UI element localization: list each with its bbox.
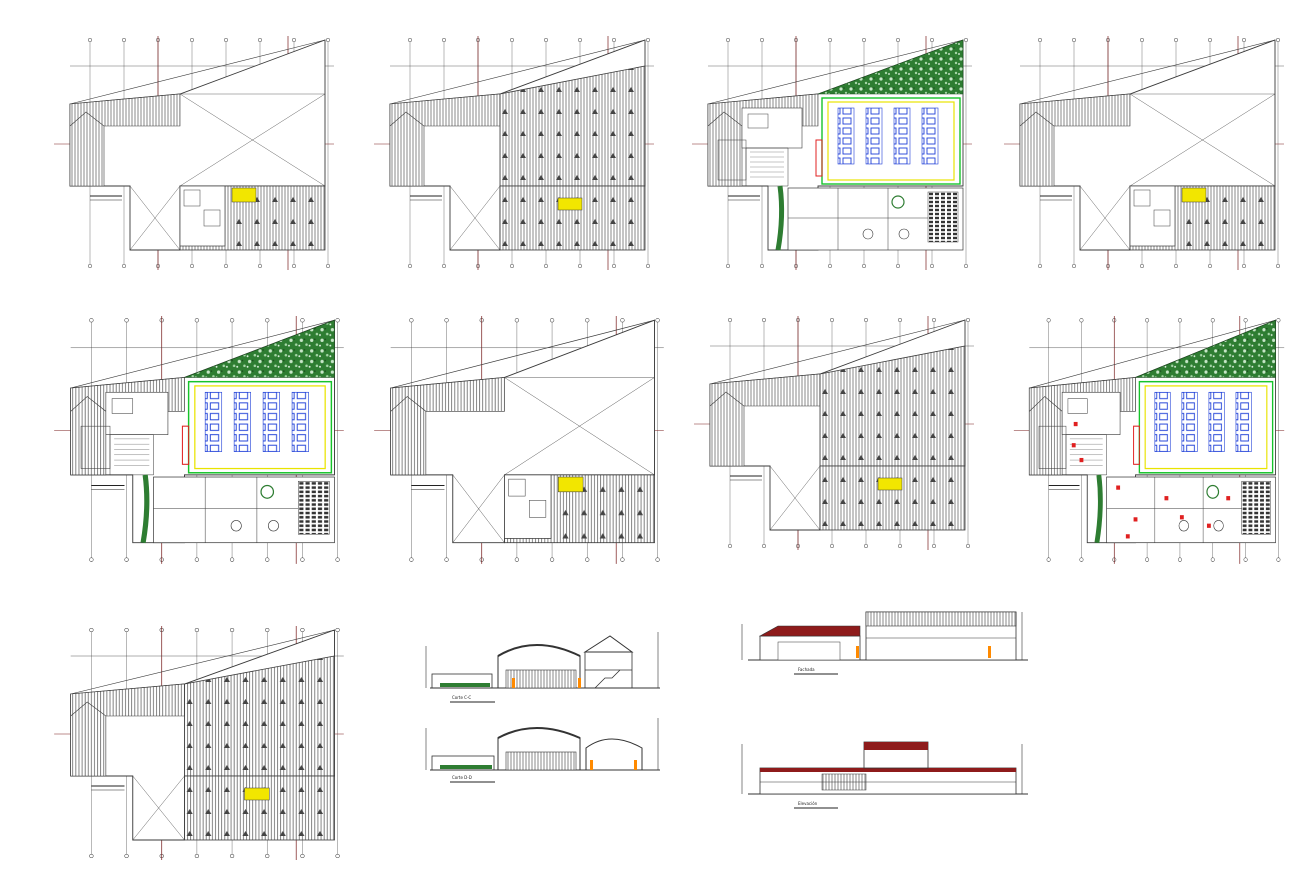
section-2-caption: Corte D-D <box>452 775 472 780</box>
plan-5 <box>54 316 344 564</box>
elevation-1: Fachada <box>741 611 1028 675</box>
plan-4 <box>1004 36 1284 270</box>
elevation-1-caption: Fachada <box>798 667 815 672</box>
section-2: Corte D-D <box>425 718 660 783</box>
plan-1 <box>54 36 334 270</box>
elevation-2: Elevación <box>741 741 1028 809</box>
plan-7 <box>694 316 974 550</box>
plan-3 <box>692 36 972 270</box>
plan-6 <box>374 316 664 564</box>
section-1: Corte C-C <box>425 632 660 703</box>
plan-8 <box>1013 316 1285 564</box>
plan-2 <box>374 36 654 270</box>
plan-9 <box>54 626 344 860</box>
section-1-caption: Corte C-C <box>452 695 471 700</box>
elevation-2-caption: Elevación <box>798 801 818 806</box>
